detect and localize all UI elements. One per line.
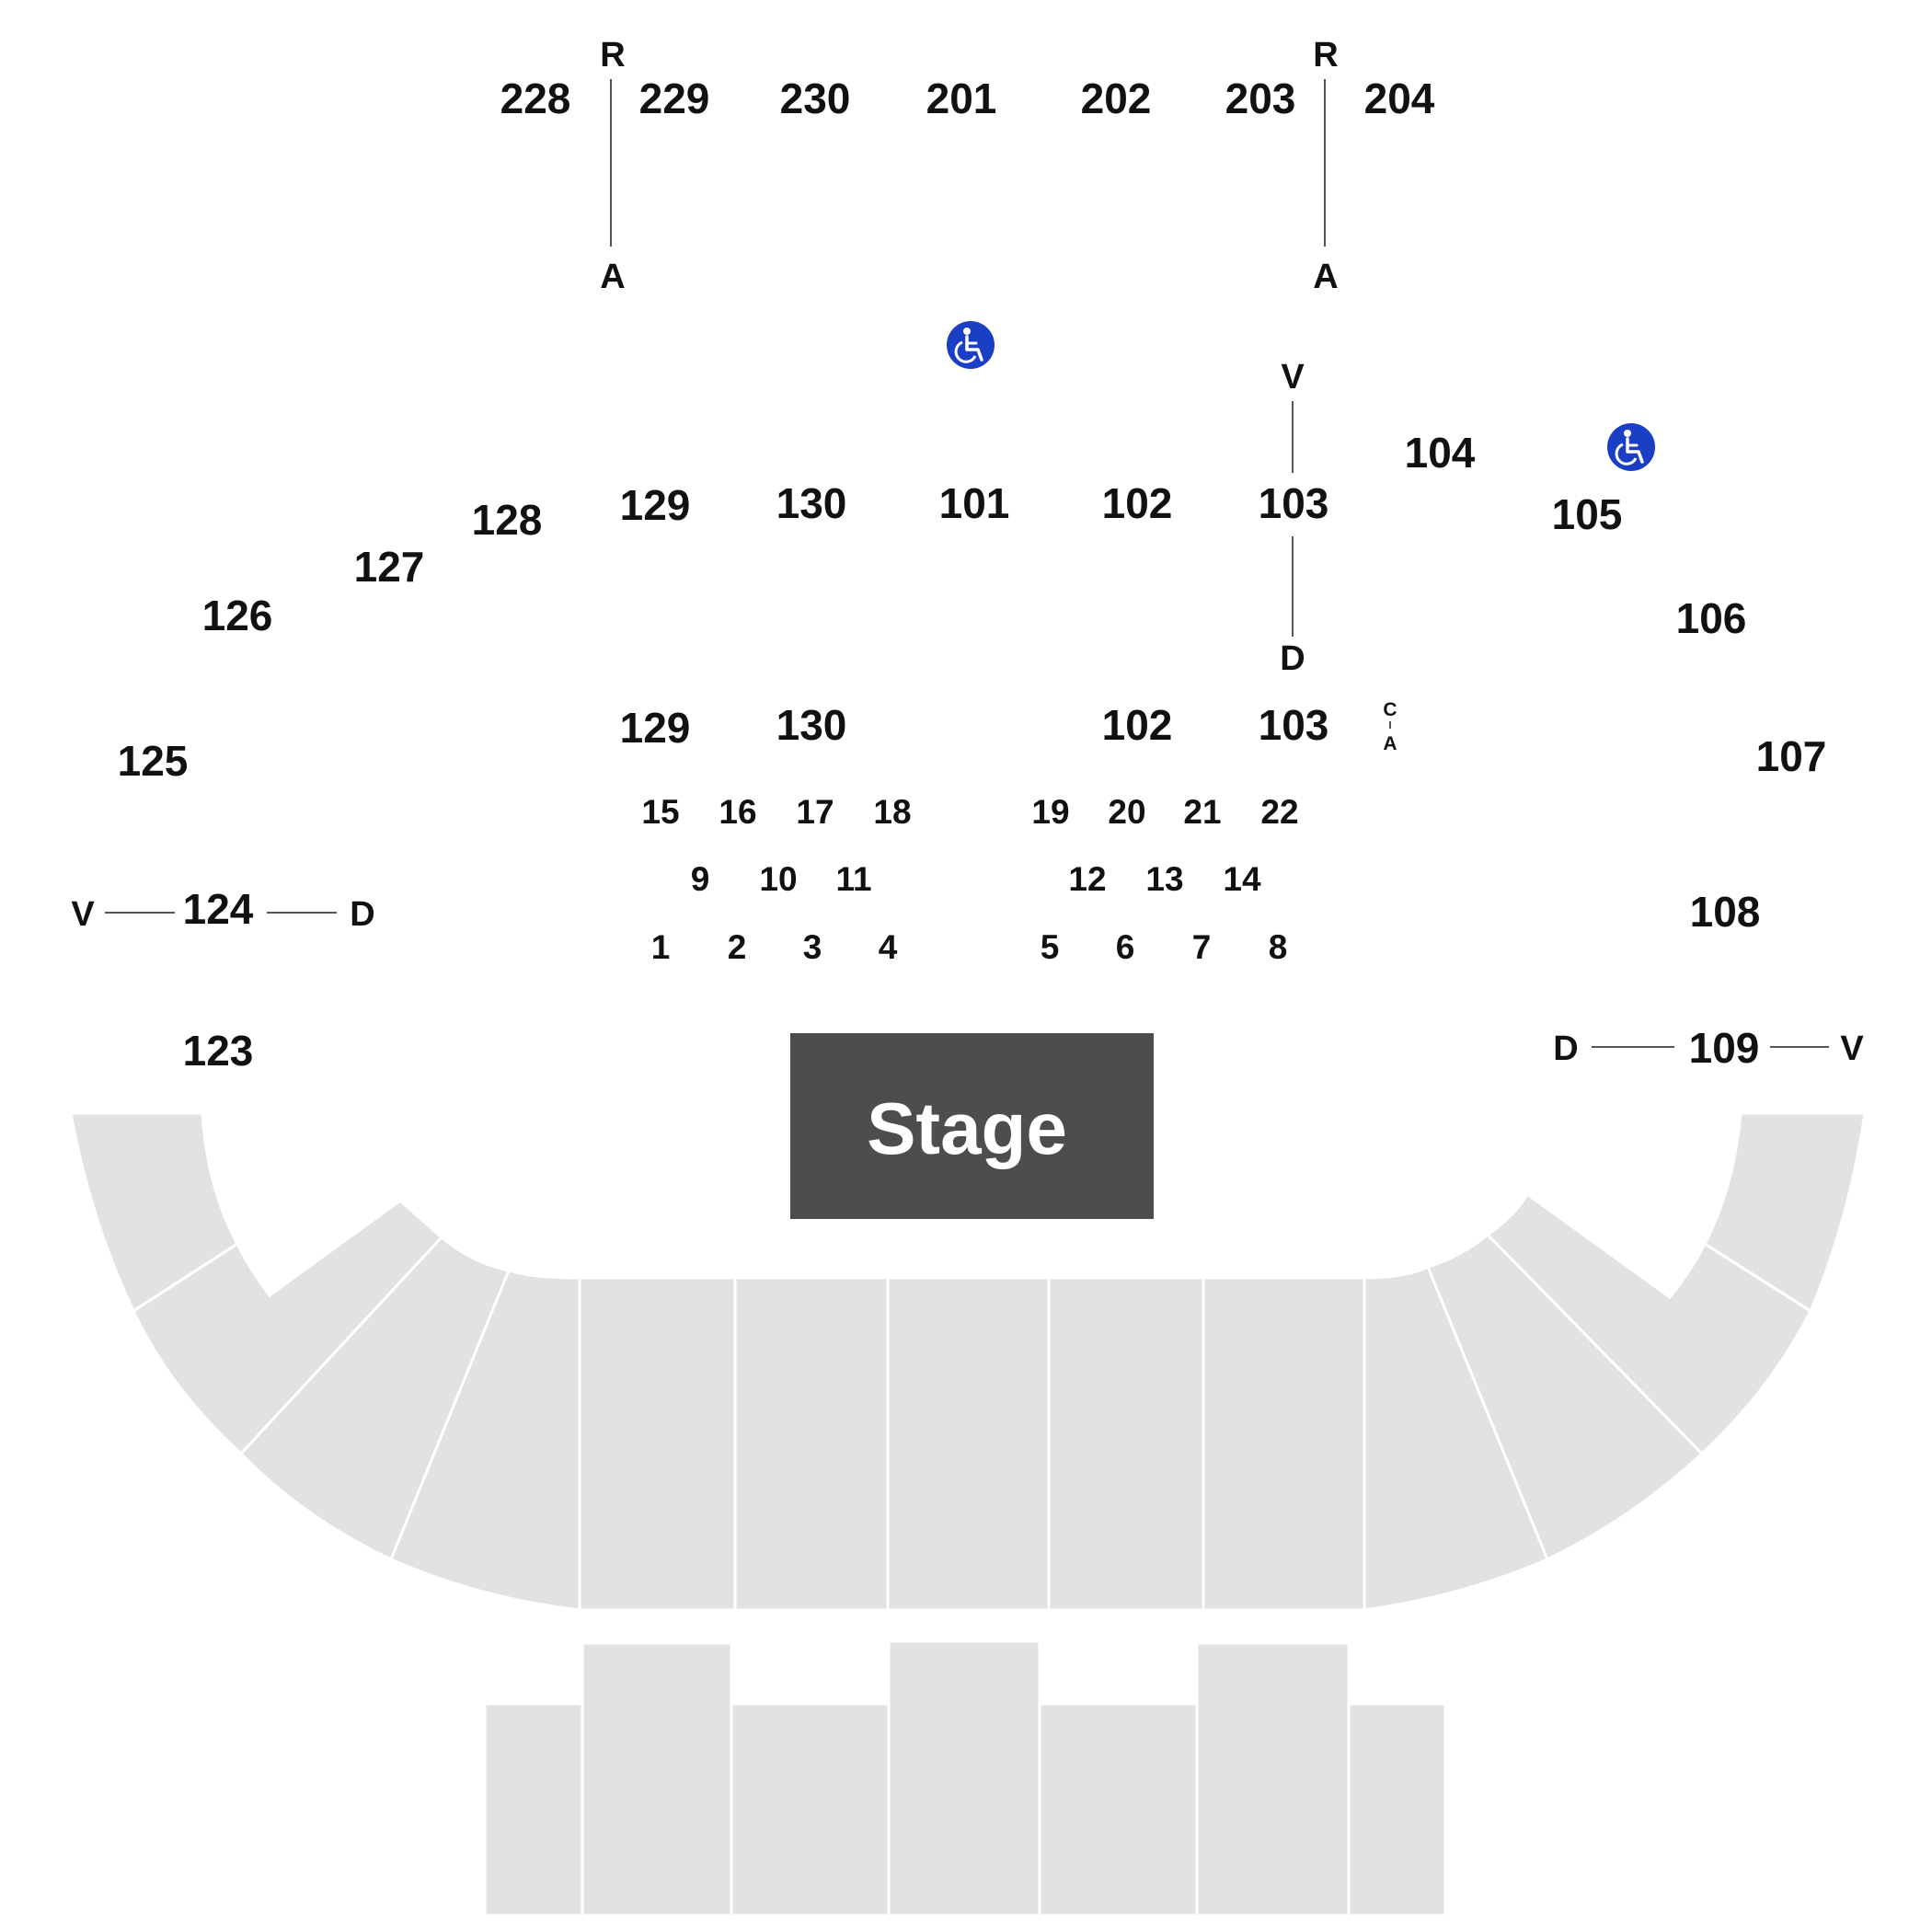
section-230[interactable]: 230	[780, 75, 851, 122]
row-marker-v-103: V	[1281, 358, 1305, 397]
section-203[interactable]: 203	[1225, 75, 1296, 122]
section-202[interactable]: 202	[1081, 75, 1152, 122]
section-109[interactable]: 109	[1689, 1024, 1760, 1072]
section-129-lower[interactable]: 129	[620, 704, 691, 752]
seating-block	[1425, 1232, 1705, 1562]
floor-section-2[interactable]: 2	[728, 928, 747, 966]
lower-level: V D 129 130 101 102 103 104 105 106 107 …	[71, 358, 1864, 1075]
section-103-lower[interactable]: 103	[1259, 701, 1329, 749]
section-107[interactable]: 107	[1756, 732, 1827, 780]
row-marker-r-left: R	[600, 36, 625, 75]
section-123[interactable]: 123	[183, 1027, 254, 1075]
row-marker-r-right: R	[1313, 36, 1338, 75]
seating-block	[1363, 1264, 1549, 1612]
section-108[interactable]: 108	[1690, 888, 1761, 936]
floor-section-13[interactable]: 13	[1145, 860, 1183, 898]
seating-block	[132, 1199, 444, 1456]
row-marker-v-124: V	[71, 895, 95, 934]
seating-block	[578, 1276, 737, 1612]
floor-section-11[interactable]: 11	[835, 860, 871, 898]
section-201[interactable]: 201	[926, 75, 997, 122]
row-marker-a-c: A	[1383, 733, 1397, 754]
wheelchair-icon	[1607, 423, 1655, 471]
upper-level: 228 229 230 201 202 203 204 R A R A	[500, 36, 1435, 296]
seating-block	[1202, 1276, 1366, 1612]
section-105[interactable]: 105	[1552, 490, 1623, 538]
seating-block	[581, 1641, 733, 1917]
section-128[interactable]: 128	[472, 496, 543, 544]
section-130-lower[interactable]: 130	[776, 701, 847, 749]
section-102-lower[interactable]: 102	[1102, 701, 1173, 749]
section-101[interactable]: 101	[939, 479, 1010, 527]
row-marker-c: C	[1383, 699, 1397, 720]
section-204[interactable]: 204	[1364, 75, 1435, 122]
floor-section-14[interactable]: 14	[1223, 860, 1261, 898]
floor-section-15[interactable]: 15	[641, 793, 679, 831]
seating-block	[1485, 1191, 1812, 1456]
seating-block	[733, 1276, 890, 1612]
section-104[interactable]: 104	[1405, 429, 1476, 477]
floor-section-20[interactable]: 20	[1108, 793, 1145, 831]
floor-section-17[interactable]: 17	[796, 793, 834, 831]
section-102[interactable]: 102	[1102, 479, 1173, 527]
section-126[interactable]: 126	[202, 592, 273, 639]
seating-block	[730, 1702, 891, 1917]
floor-section-18[interactable]: 18	[873, 793, 911, 831]
seating-block	[483, 1702, 584, 1917]
floor-section-21[interactable]: 21	[1183, 793, 1221, 831]
section-130[interactable]: 130	[776, 479, 847, 527]
row-marker-d-109: D	[1553, 1029, 1578, 1068]
row-marker-v-109: V	[1840, 1029, 1864, 1068]
seating-block	[886, 1276, 1051, 1612]
row-marker-d-124: D	[350, 895, 374, 934]
stage: Stage	[790, 1033, 1154, 1219]
section-124[interactable]: 124	[183, 885, 254, 933]
section-228[interactable]: 228	[500, 75, 571, 122]
floor-section-22[interactable]: 22	[1260, 793, 1298, 831]
seating-block	[1038, 1702, 1199, 1917]
floor-section-9[interactable]: 9	[691, 860, 710, 898]
seating-block	[1703, 1111, 1867, 1314]
floor-section-10[interactable]: 10	[759, 860, 797, 898]
section-103[interactable]: 103	[1259, 479, 1329, 527]
seating-block	[1047, 1276, 1205, 1612]
floor-section-3[interactable]: 3	[803, 928, 822, 966]
row-marker-d-103: D	[1280, 639, 1305, 678]
section-106[interactable]: 106	[1676, 594, 1747, 642]
floor-section-4[interactable]: 4	[879, 928, 898, 966]
wheelchair-icon	[947, 321, 995, 369]
seating-block	[389, 1269, 581, 1612]
row-marker-a-left: A	[600, 258, 625, 296]
section-129[interactable]: 129	[620, 481, 691, 529]
floor-section-12[interactable]: 12	[1068, 860, 1106, 898]
floor-sections: 15 16 17 18 19 20 21 22 9 10 11 12 13 14…	[641, 793, 1298, 966]
stage-label: Stage	[867, 1087, 1067, 1169]
section-127[interactable]: 127	[354, 543, 425, 591]
floor-section-6[interactable]: 6	[1116, 928, 1135, 966]
floor-section-19[interactable]: 19	[1031, 793, 1069, 831]
floor-section-16[interactable]: 16	[719, 793, 756, 831]
seating-block	[887, 1639, 1041, 1917]
stage-block	[790, 1033, 1154, 1219]
floor-section-7[interactable]: 7	[1192, 928, 1212, 966]
floor-section-1[interactable]: 1	[651, 928, 671, 966]
section-125[interactable]: 125	[118, 737, 189, 785]
row-marker-a-right: A	[1313, 258, 1338, 296]
floor-section-5[interactable]: 5	[1041, 928, 1060, 966]
section-229[interactable]: 229	[639, 75, 710, 122]
seating-block	[1347, 1702, 1447, 1917]
floor-section-8[interactable]: 8	[1269, 928, 1288, 966]
unlabeled-seating-blocks	[69, 1111, 1867, 1917]
seating-block	[1195, 1641, 1351, 1917]
seating-block	[238, 1235, 512, 1562]
